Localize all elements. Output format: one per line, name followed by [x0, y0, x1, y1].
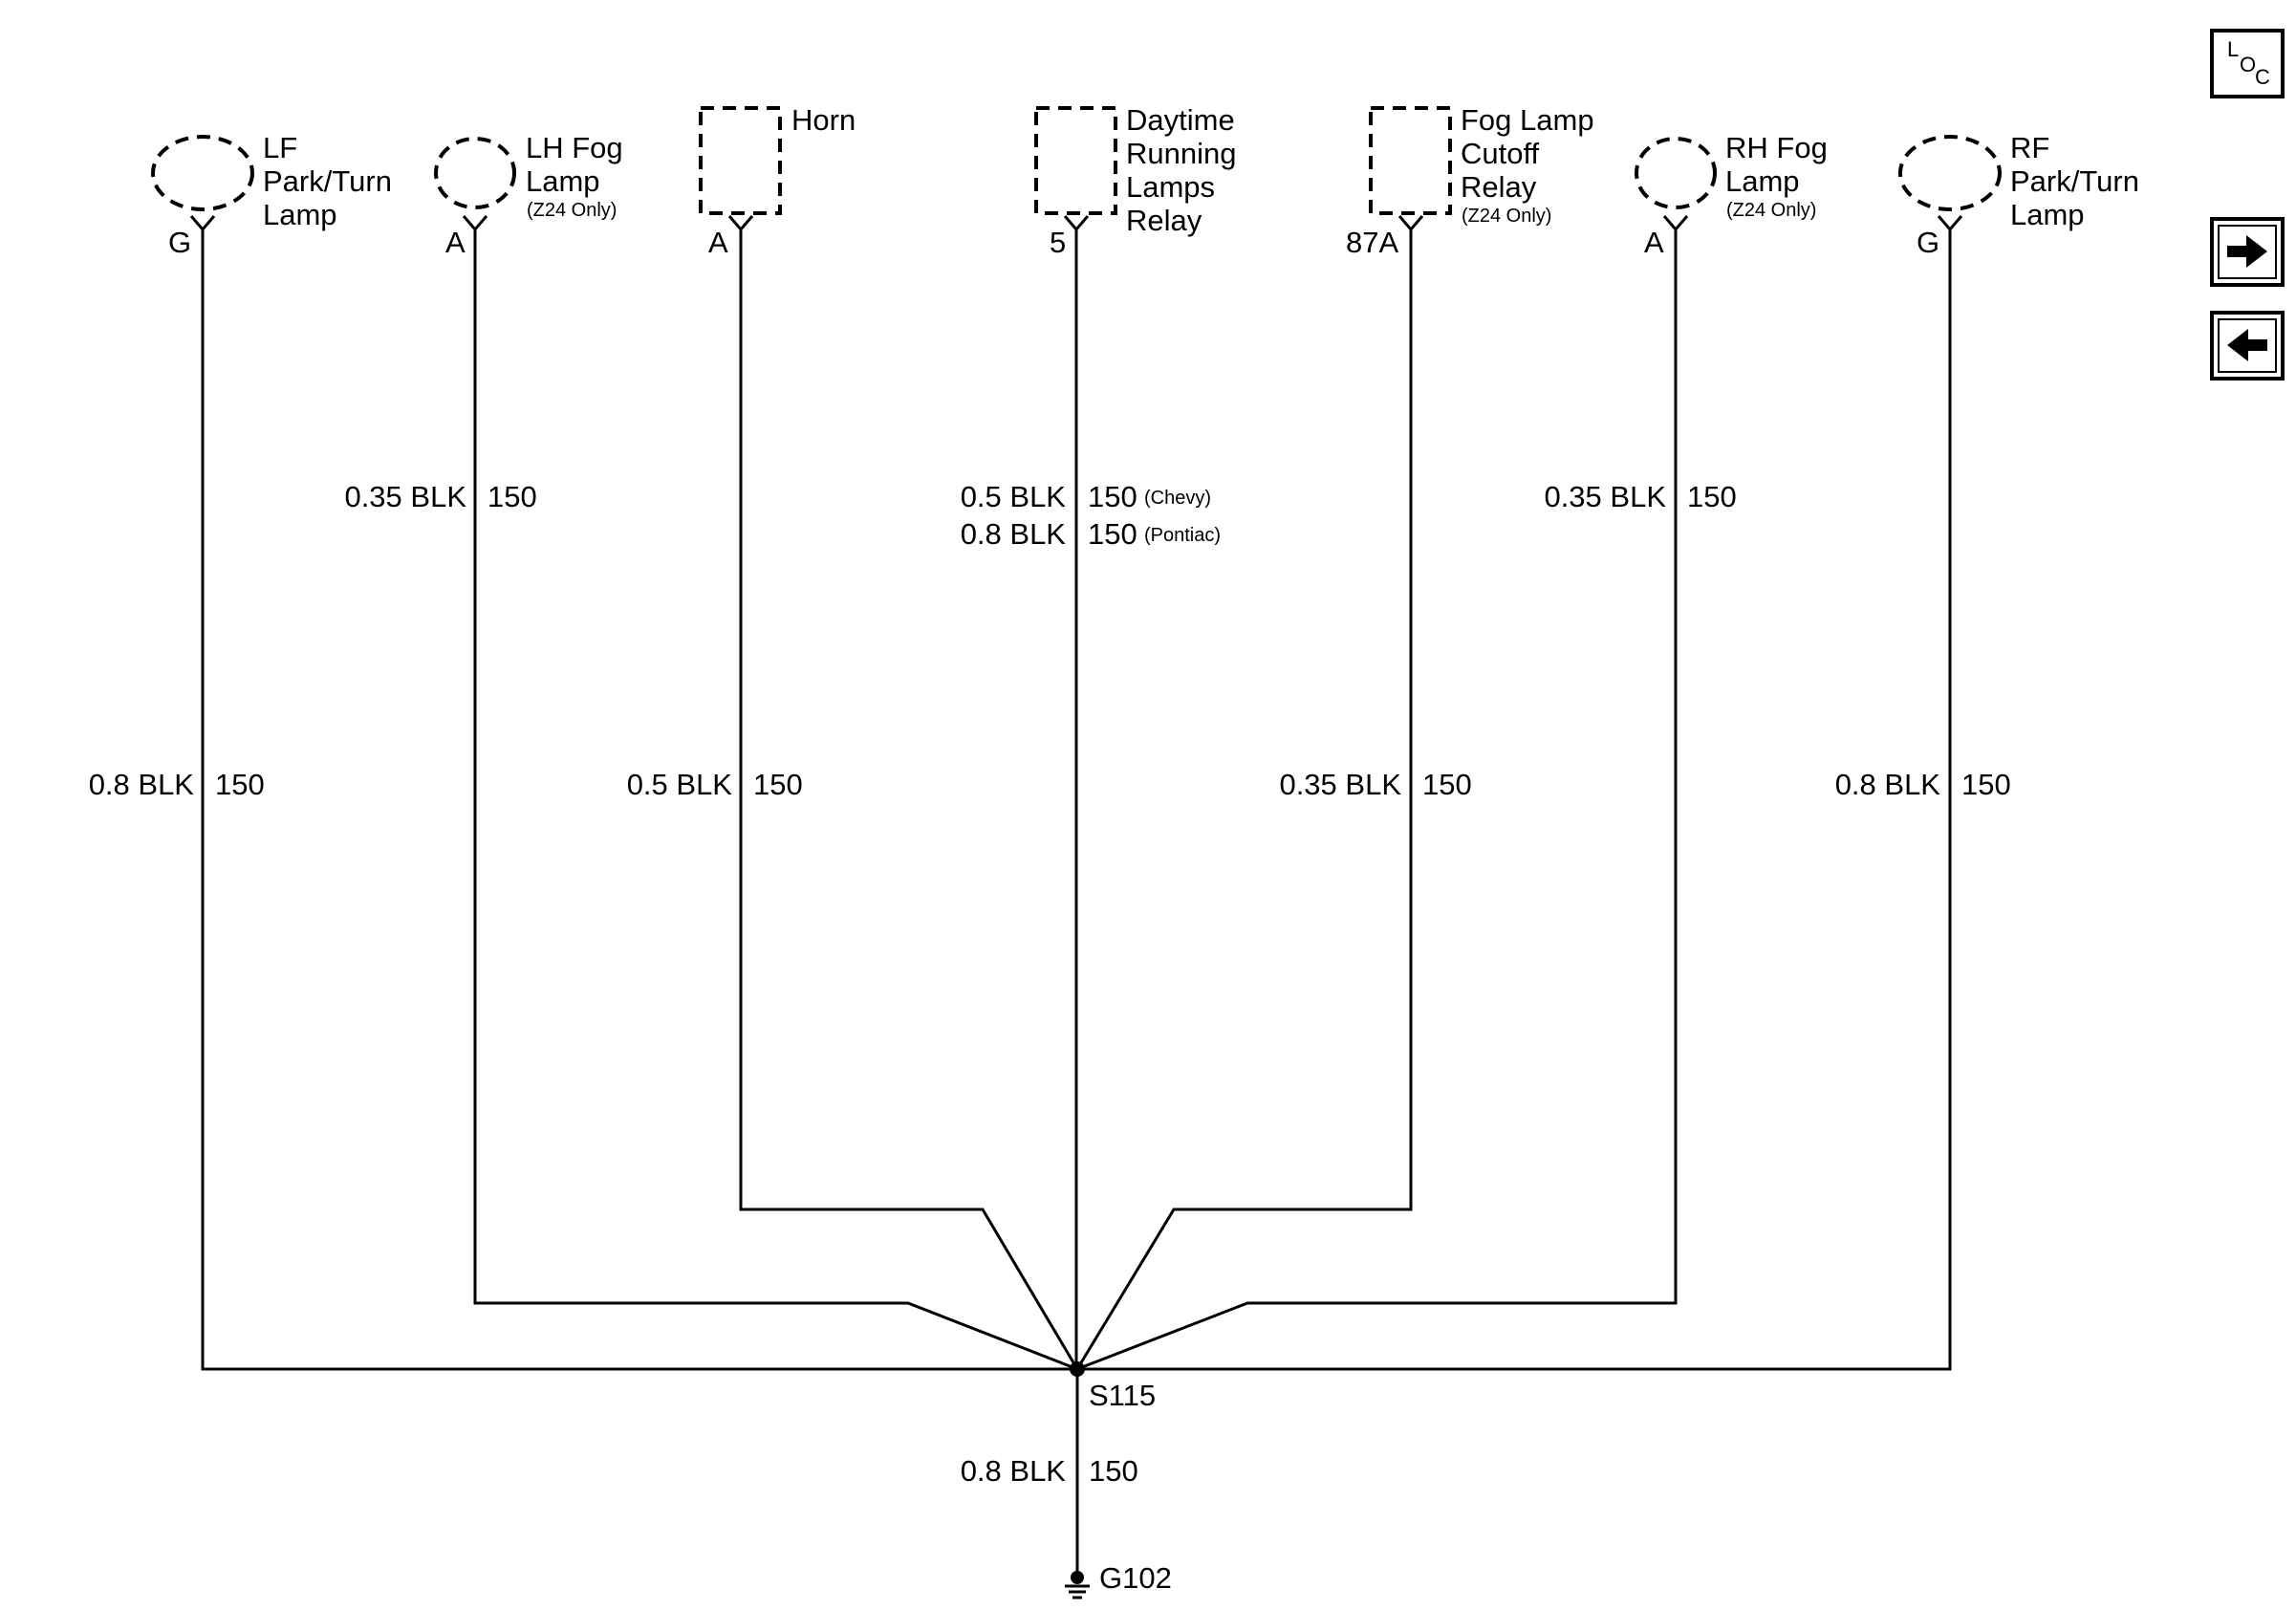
component-label: LH Fog — [526, 131, 623, 164]
option-note: (Z24 Only) — [527, 200, 617, 221]
pin-label: A — [708, 226, 728, 259]
wire-circuit-label: 150 — [215, 768, 265, 801]
wire-size-label: 0.35 BLK — [1279, 768, 1401, 801]
location-button[interactable]: L O C — [2210, 29, 2285, 98]
pin-label: A — [1644, 226, 1664, 259]
component-label: Lamps — [1126, 170, 1215, 204]
component-label: Park/Turn — [2010, 164, 2139, 198]
component-label: Daytime — [1126, 103, 1235, 137]
wire-circuit-label: 150 — [1089, 1454, 1138, 1488]
component-label: Horn — [791, 103, 856, 137]
loc-c: C — [2255, 65, 2270, 89]
component-label: Park/Turn — [263, 164, 392, 198]
wire-size-label: 0.8 BLK — [89, 768, 195, 801]
arrow-right-icon — [2227, 235, 2267, 268]
pin-label: G — [1917, 226, 1939, 259]
wire-lf — [201, 229, 1077, 1371]
wire-rh-fog — [1076, 229, 1678, 1371]
wire-lh-fog — [473, 229, 1078, 1371]
wire-size-label: 0.35 BLK — [344, 480, 466, 513]
component-label: Lamp — [2010, 198, 2085, 231]
wire-circuit-label: 150 — [1088, 517, 1137, 551]
component-label: Relay — [1126, 204, 1202, 237]
rh-fog-lamp: RH Fog Lamp (Z24 Only) A — [1635, 131, 1828, 259]
splice-label: S115 — [1089, 1379, 1156, 1412]
component-label: Lamp — [263, 198, 337, 231]
option-note: (Z24 Only) — [1726, 200, 1816, 221]
wire-size-label: 0.35 BLK — [1544, 480, 1666, 513]
lh-fog-lamp: LH Fog Lamp (Z24 Only) A — [434, 131, 623, 259]
wire-circuit-label: 150 — [1422, 768, 1472, 801]
pin-label: A — [445, 226, 466, 259]
pin-label: G — [168, 226, 191, 259]
component-label: RH Fog — [1725, 131, 1828, 164]
wire-size-label: 0.8 BLK — [961, 517, 1067, 551]
component-label: Lamp — [1725, 164, 1800, 198]
wire-circuit-label: 150 — [1961, 768, 2011, 801]
option-note: (Z24 Only) — [1462, 206, 1551, 227]
loc-o: O — [2240, 53, 2256, 76]
pin-label: 5 — [1050, 226, 1066, 259]
component-label: Relay — [1461, 170, 1537, 204]
component-label: Cutoff — [1461, 137, 1540, 170]
wire-size-label: 0.5 BLK — [961, 480, 1067, 513]
component-label: RF — [2010, 131, 2049, 164]
arrow-left-icon — [2227, 329, 2267, 361]
wire-variant-note: (Chevy) — [1144, 488, 1211, 509]
ground-label: G102 — [1099, 1561, 1172, 1595]
wire-circuit-label: 150 — [1088, 480, 1137, 513]
wire-circuit-label: 150 — [487, 480, 537, 513]
ground-symbol — [1065, 1571, 1090, 1599]
wire-size-label: 0.8 BLK — [961, 1454, 1067, 1488]
rf-park-turn-lamp: RF Park/Turn Lamp G — [1898, 131, 2139, 259]
wire-horn — [739, 229, 1079, 1370]
back-button[interactable] — [2210, 311, 2285, 381]
wire-fog-relay — [1075, 229, 1413, 1370]
splice-dot — [1070, 1361, 1085, 1377]
wire-size-label: 0.5 BLK — [627, 768, 733, 801]
wire-circuit-label: 150 — [1687, 480, 1737, 513]
pin-label: 87A — [1346, 226, 1398, 259]
wire-size-label: 0.8 BLK — [1835, 768, 1941, 801]
component-label: Lamp — [526, 164, 600, 198]
component-label: Fog Lamp — [1461, 103, 1594, 137]
component-label: LF — [263, 131, 297, 164]
wire-rf — [1077, 229, 1952, 1371]
forward-button[interactable] — [2210, 217, 2285, 287]
wire-variant-note: (Pontiac) — [1144, 525, 1221, 546]
loc-l: L — [2227, 37, 2239, 61]
daytime-running-lamps-relay: Daytime Running Lamps Relay 5 — [1034, 103, 1236, 259]
horn: Horn A — [699, 103, 856, 259]
component-label: Running — [1126, 137, 1236, 170]
fog-lamp-cutoff-relay: Fog Lamp Cutoff Relay (Z24 Only) 87A — [1346, 103, 1594, 259]
lf-park-turn-lamp: LF Park/Turn Lamp G — [151, 131, 392, 259]
wire-circuit-label: 150 — [753, 768, 803, 801]
